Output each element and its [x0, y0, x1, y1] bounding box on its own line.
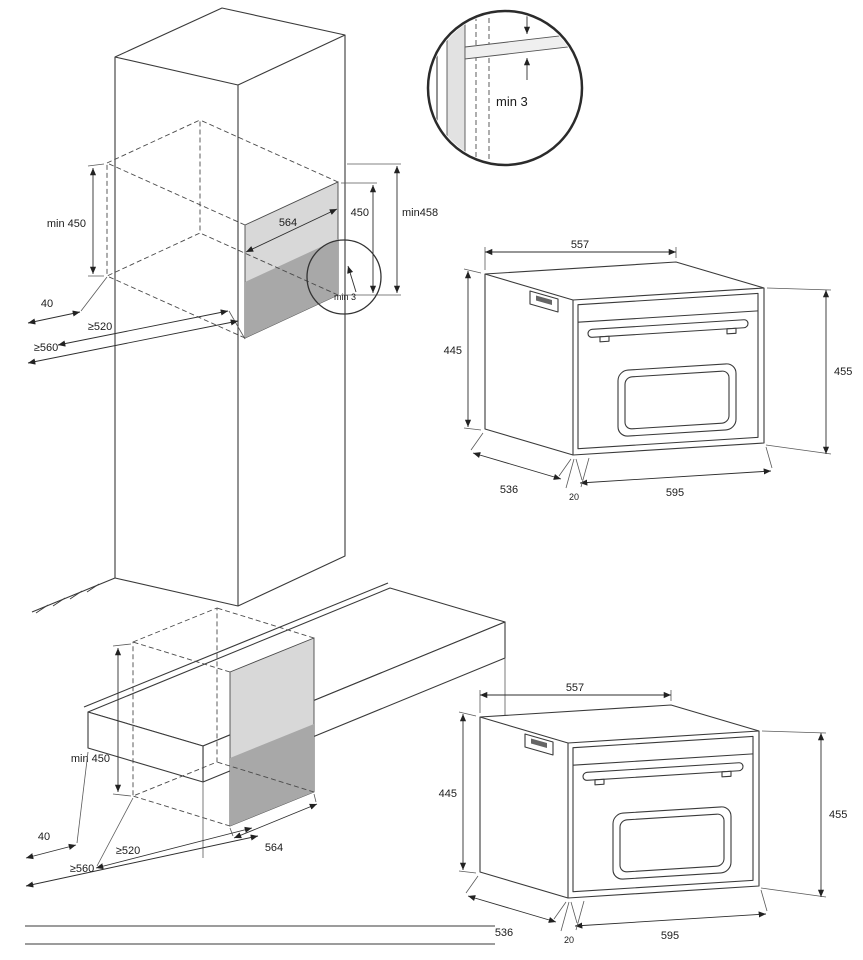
dim-label-min450: min 450	[47, 218, 86, 230]
shelf-edge	[464, 32, 580, 60]
dim-label-520-worktop: ≥520	[116, 845, 140, 857]
dim-label-40: 40	[41, 298, 53, 310]
column-cabinet-edges	[114, 34, 346, 606]
floor-hatch-marks	[35, 583, 100, 614]
detail-magnifier: min 3	[426, 9, 584, 167]
worktop-niche-floor	[230, 724, 314, 826]
dim-label-40-worktop: 40	[38, 831, 50, 843]
dim-40-worktop: 40	[25, 751, 89, 860]
worktop-cavity-edges	[132, 607, 315, 827]
dim-label-min450-worktop: min 450	[71, 753, 110, 765]
dim-min450-worktop: min 450	[71, 643, 132, 797]
dim-label-564: 564	[279, 217, 297, 229]
oven-drawing-top	[444, 239, 853, 502]
detail-contents: min 3	[436, 13, 580, 163]
dim-min458: min458	[347, 163, 438, 293]
cavity-hidden-outline	[106, 119, 201, 277]
dim-560: ≥560	[27, 319, 239, 365]
dim-450: 450	[341, 182, 401, 296]
worktop-cavity-outline	[132, 607, 218, 797]
oven-drawing-bottom	[439, 682, 848, 945]
worktop-back-edge	[83, 582, 389, 708]
worktop-installation-diagram: min 450 564 40 ≥520 ≥560	[25, 582, 506, 945]
hidden-panel-lines	[475, 13, 490, 163]
dim-label-min458: min458	[402, 207, 438, 219]
dim-label-520: ≥520	[88, 321, 112, 333]
cabinet-side-panel	[446, 13, 466, 163]
dim-label-560: ≥560	[34, 342, 58, 354]
niche-opening-floor	[245, 239, 338, 338]
dim-label-450: 450	[351, 207, 369, 219]
detail-min3-label: min 3	[496, 94, 528, 109]
dim-40: 40	[27, 276, 108, 325]
dim-label-564-worktop: 564	[265, 842, 283, 854]
dim-label-min3: min 3	[334, 292, 356, 302]
min3-callout: min 3	[306, 239, 382, 315]
dim-564: 564	[245, 208, 338, 253]
dim-min450: min 450	[47, 163, 105, 277]
dim-560-worktop: ≥560	[25, 834, 259, 888]
dim-label-560-worktop: ≥560	[70, 863, 94, 875]
min3-callout-circle	[306, 239, 382, 315]
floor-lines	[25, 925, 495, 945]
column-installation-diagram: min 450 564 450 min458 min 3 40	[27, 7, 438, 614]
cavity-hidden-edges	[106, 119, 339, 339]
